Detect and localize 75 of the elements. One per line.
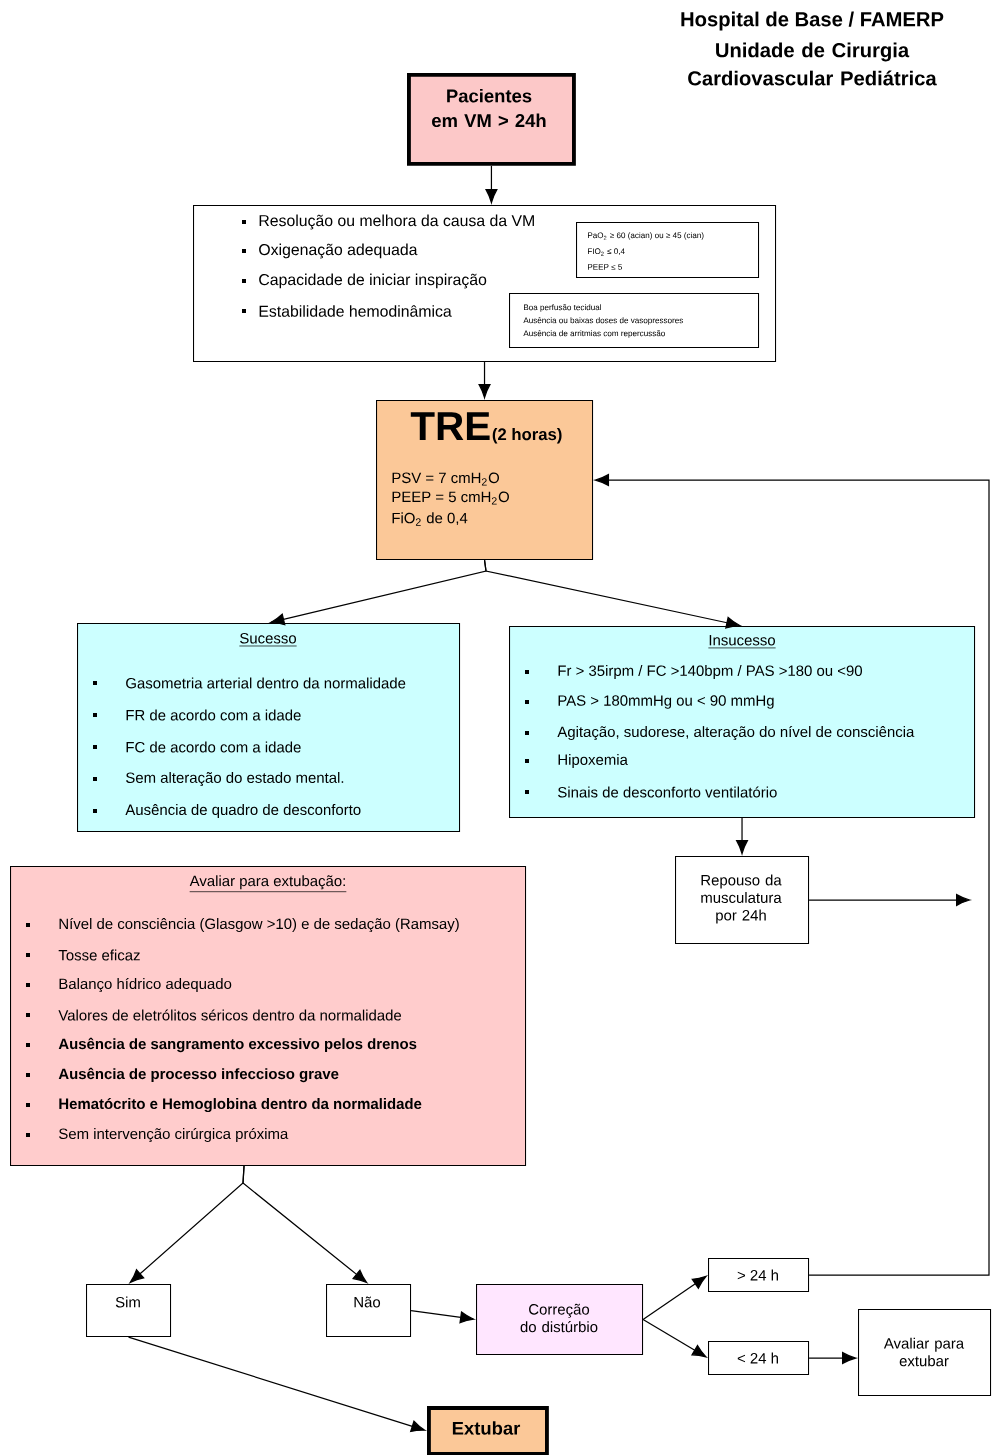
heading: Unidade de Cirurgia Cardiovascular Pediátrica [688,42,937,86]
body-text: Ausência de arritmias com repercussão [523,330,665,338]
time-box [708,1341,810,1376]
list-item: Nível de consciência (Glasgow >10) e de sedação (Ramsay) [26,917,459,933]
subheading: (2 horas) [492,427,562,444]
box-text: Extubar [452,1421,521,1435]
arrow [808,894,971,906]
arrow [242,1165,368,1284]
note-box [509,293,760,349]
list-item: Sem alteração do estado mental. [93,772,344,786]
list-item: Ausência de processo infeccioso grave [26,1067,339,1083]
process-box [675,856,810,945]
body-text: PaO$_{2}$ ≥ 60 (acian) ou ≥ 45 (cian) [588,232,704,240]
list-item: Oxigenação adequada [242,243,418,259]
arrow [594,474,990,1276]
list-item: Estabilidade hemodinâmica [242,305,452,317]
box-text: Sim [115,1296,140,1308]
list-item: Agitação, sudorese, alteração do nível de consciência [525,725,915,741]
list-item: Tosse eficaz [26,949,140,961]
note-box [576,222,760,279]
list-item: Sem intervenção cirúrgica próxima [26,1127,289,1143]
list-item: Capacidade de iniciar inspiração [242,273,487,289]
list-item: FR de acordo com a idade [93,709,301,721]
outcome-box [509,626,976,819]
list-item: Gasometria arterial dentro da normalidade [93,677,406,689]
arrow [483,559,741,629]
list-item: PAS > 180mmHg ou < 90 mmHg [525,695,774,709]
arrow [808,1352,857,1365]
body-text: PEEP = 5 cmH$_{2}$O [392,491,509,505]
process-box [858,1309,992,1397]
heading: Insucesso [708,635,776,649]
heading: TRE [410,412,490,440]
arrow [642,1318,707,1358]
criteria-box [193,205,777,363]
arrow [642,1275,707,1321]
list-item: Sinais de desconforto ventilatório [525,786,777,798]
end-box [427,1406,549,1455]
list-item: Ausência de sangramento excessivo pelos drenos [26,1037,417,1053]
box-text: Pacientes em VM > 24h [432,88,546,128]
list-item: Valores de eletrólitos séricos dentro da normalidade [26,1009,402,1021]
process-box [476,1284,644,1356]
box-text: Avaliar para extubar [883,1337,965,1367]
box-text: Correção do distúrbio [520,1303,598,1333]
list-item: Fr > 35irpm / FC >140bpm / PAS >180 ou <90 [525,665,862,679]
arrow [485,165,498,204]
body-text: PEEP ≤ 5 [588,264,622,270]
arrow [736,817,749,855]
time-box [708,1258,810,1293]
list-item: Ausência de quadro de desconforto [93,804,361,818]
arrow [410,1309,475,1324]
process-box [407,73,576,166]
list-item: Balanço hídrico adequado [26,977,232,993]
arrow [127,1336,426,1433]
box-text: < 24 h [737,1352,778,1364]
box-text: Repouso da musculatura por 24h [701,874,782,924]
heading: Hospital de Base / FAMERP [681,11,944,31]
body-text: Boa perfusão tecidual [524,304,601,312]
decision-box [86,1284,172,1338]
body-text: FiO$_{2}$ de 0,4 [392,512,468,526]
body-text: Ausência ou baixas doses de vasopressores [523,317,683,325]
list-item: Hipoxemia [525,754,628,768]
box-text: Não [354,1296,381,1308]
heading: Sucesso [239,632,297,647]
list-item: FC de acordo com a idade [93,741,301,753]
list-item: Hematócrito e Hemoglobina dentro da normalidade [26,1097,422,1113]
heading: Avaliar para extubação: [189,875,347,893]
body-text: PSV = 7 cmH$_{2}$O [392,472,500,486]
list-item: Resolução ou melhora da causa da VM [242,214,534,230]
checklist-box [10,866,527,1167]
outcome-box [77,623,461,833]
arrow [478,361,491,399]
body-text: FIO$_{2}$ ≤ 0,4 [588,248,625,256]
process-box [376,400,594,561]
box-text: > 24 h [737,1269,778,1281]
decision-box [326,1284,412,1338]
